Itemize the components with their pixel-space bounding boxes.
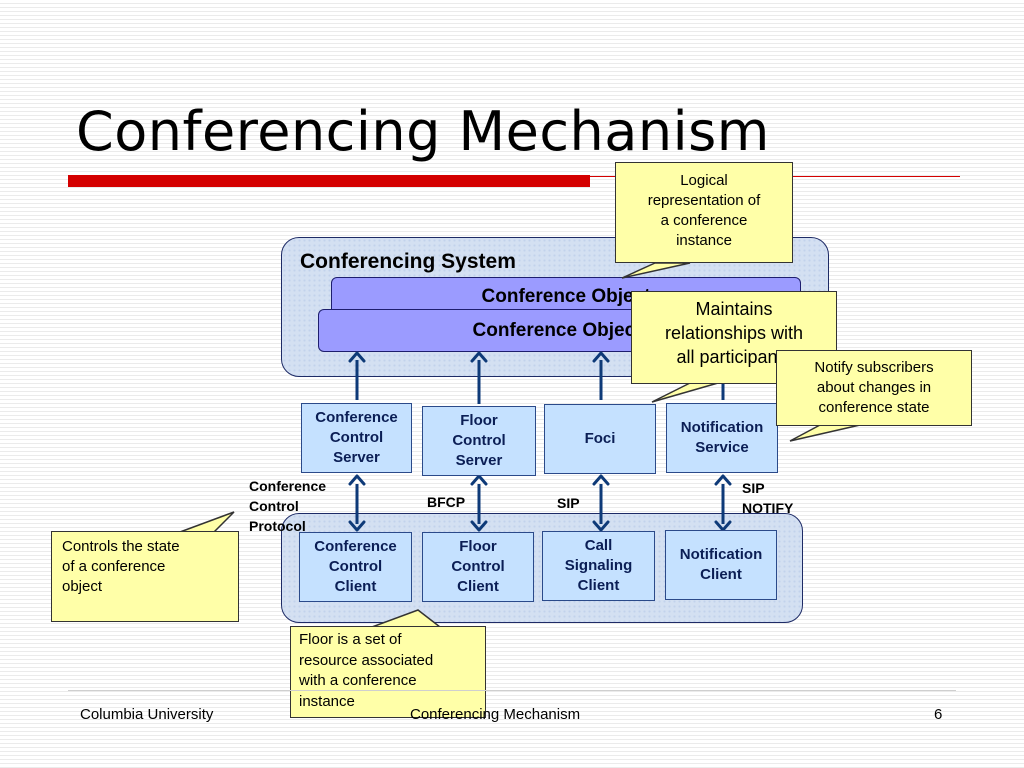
call-signaling-client-label: Call Signaling Client: [564, 537, 633, 594]
notification-client-label: Notification Client: [679, 546, 763, 583]
footer-left: Columbia University: [80, 706, 214, 723]
callout-controls-state: Controls the state of a conference objec…: [51, 531, 239, 622]
notification-service-label: Notification Service: [680, 419, 764, 456]
floor-control-client-label: Floor Control Client: [451, 538, 505, 595]
callout-logical-representation: Logical representation of a conference i…: [615, 162, 793, 263]
callout-controls-state-text: Controls the state of a conference objec…: [62, 538, 180, 595]
conferencing-system-label: Conferencing System: [300, 250, 516, 273]
notification-service: Notification Service: [666, 403, 778, 473]
callout-floor-definition: Floor is a set of resource associated wi…: [290, 626, 486, 718]
callout-notify-subscribers-text: Notify subscribers about changes in conf…: [814, 359, 934, 416]
footer-divider: [68, 690, 956, 691]
sip-notify-label: SIP NOTIFY: [742, 480, 794, 516]
conference-control-server-label: Conference Control Server: [315, 409, 398, 466]
notification-client: Notification Client: [665, 530, 777, 600]
page-number: 6: [934, 706, 943, 723]
sip-label: SIP: [557, 495, 580, 511]
floor-control-server: Floor Control Server: [422, 406, 536, 476]
foci-box: Foci: [544, 404, 656, 474]
callout-logical-representation-text: Logical representation of a conference i…: [647, 172, 761, 249]
call-signaling-client: Call Signaling Client: [542, 531, 655, 601]
title-underline-bar: [68, 175, 590, 187]
callout-maintains-relationships-text: Maintains relationships with all partici…: [664, 299, 804, 367]
bfcp-label: BFCP: [427, 494, 466, 510]
floor-control-client: Floor Control Client: [422, 532, 534, 602]
foci-label: Foci: [584, 430, 616, 447]
callout-floor-definition-text: Floor is a set of resource associated wi…: [299, 631, 434, 710]
conference-control-server: Conference Control Server: [301, 403, 412, 473]
slide-title: Conferencing Mechanism: [76, 100, 770, 163]
footer-center: Conferencing Mechanism: [410, 706, 581, 723]
callout-notify-subscribers: Notify subscribers about changes in conf…: [776, 350, 972, 426]
conference-control-client-label: Conference Control Client: [314, 538, 397, 595]
conference-control-protocol-label: Conference Control Protocol: [249, 478, 327, 534]
conference-control-client: Conference Control Client: [299, 532, 412, 602]
floor-control-server-label: Floor Control Server: [452, 412, 506, 469]
